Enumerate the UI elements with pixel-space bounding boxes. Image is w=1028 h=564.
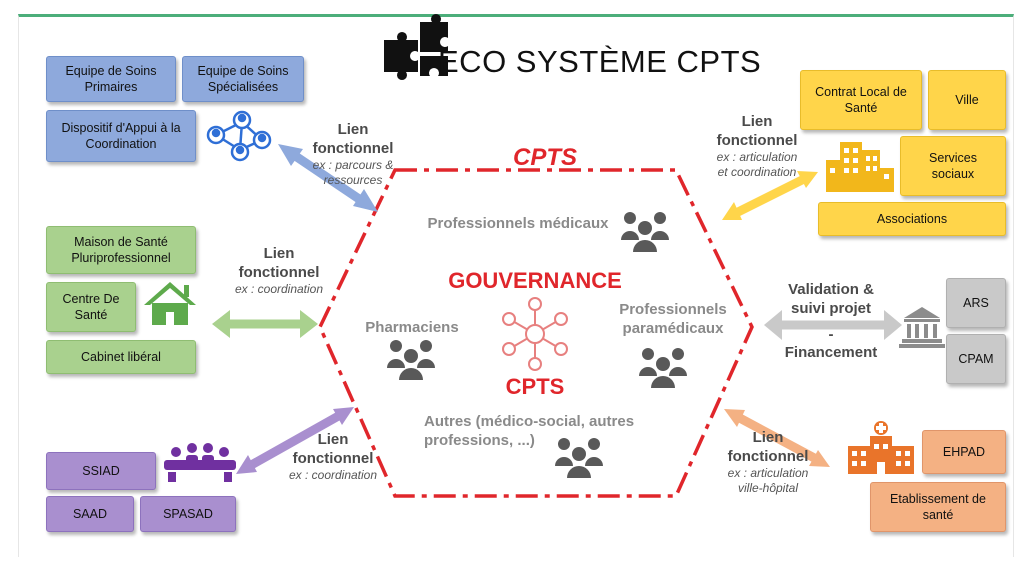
box-line: Equipe de Soins xyxy=(197,64,289,78)
ville-box: Ville xyxy=(928,70,1006,130)
saad-box: SAAD xyxy=(46,496,134,532)
dash-text: - xyxy=(828,326,834,343)
professionnels-paramedicaux-label: Professionnels paramédicaux xyxy=(608,300,738,338)
fonctionnel-text: fonctionnel xyxy=(727,448,809,465)
validation-text: Validation & xyxy=(788,281,874,298)
house-icon xyxy=(144,282,196,325)
arrow-top-left xyxy=(278,144,378,212)
box-line: sociaux xyxy=(931,167,975,181)
etablissement-sante-box: Etablissement de santé xyxy=(870,482,1006,532)
hexagon-label: CPTS xyxy=(512,144,577,171)
lien-fonctionnel-top-right: Lien fonctionnel ex : articulation et co… xyxy=(700,112,814,180)
example-text: ville-hôpital xyxy=(737,481,799,495)
fonctionnel-text: fonctionnel xyxy=(292,450,374,467)
autres-line-1: Autres (médico-social, autres xyxy=(424,413,635,430)
people-group-icon xyxy=(555,438,603,478)
box-line: Contrat Local de xyxy=(815,85,907,99)
professionnels-medicaux-label: Professionnels médicaux xyxy=(427,215,609,232)
puzzle-icon xyxy=(384,13,448,80)
fonctionnel-text: fonctionnel xyxy=(238,264,320,281)
paramedicaux-line-1: Professionnels xyxy=(619,301,727,318)
people-group-icon xyxy=(387,340,435,380)
ssiad-box: SSIAD xyxy=(46,452,156,490)
cpam-box: CPAM xyxy=(946,334,1006,384)
example-text: ex : articulation xyxy=(716,150,798,164)
lien-text: Lien xyxy=(741,113,773,130)
services-sociaux-box: Services sociaux xyxy=(900,136,1006,196)
cabinet-liberal-box: Cabinet libéral xyxy=(46,340,196,374)
lien-text: Lien xyxy=(317,431,349,448)
arrow-bottom-left xyxy=(236,407,354,474)
gouvernance-label: GOUVERNANCE xyxy=(448,268,622,293)
example-text: ex : coordination xyxy=(234,282,324,296)
box-line: Coordination xyxy=(85,137,157,151)
paramedicaux-line-2: paramédicaux xyxy=(622,320,724,337)
slide-frame xyxy=(18,14,1014,557)
meeting-icon xyxy=(164,443,236,482)
box-line: Dispositif d'Appui à la xyxy=(61,121,181,135)
fonctionnel-text: fonctionnel xyxy=(312,140,394,157)
people-group-icon xyxy=(621,212,669,252)
cpts-center-label: CPTS xyxy=(505,374,565,399)
arrow-bottom-right xyxy=(724,409,830,467)
lien-text: Lien xyxy=(337,121,369,138)
box-line: santé xyxy=(922,508,954,522)
gouvernance-network-icon xyxy=(502,297,568,371)
pharmaciens-label: Pharmaciens xyxy=(365,319,459,336)
fonctionnel-text: fonctionnel xyxy=(716,132,798,149)
box-line: Spécialisées xyxy=(207,80,279,94)
centre-sante-box: Centre De Santé xyxy=(46,282,136,332)
arrow-top-right xyxy=(722,171,818,220)
lien-fonctionnel-top-left: Lien fonctionnel ex : parcours & ressour… xyxy=(298,120,408,188)
people-group-icon xyxy=(639,348,687,388)
example-text: ex : coordination xyxy=(288,468,378,482)
box-line: Santé xyxy=(74,308,108,322)
box-line: Equipe de Soins xyxy=(65,64,157,78)
autres-label: Autres (médico-social, autres profession… xyxy=(424,412,670,450)
example-text: ex : articulation xyxy=(727,466,809,480)
box-line: Pluriprofessionnel xyxy=(71,251,171,265)
box-line: Primaires xyxy=(84,80,138,94)
box-line: Centre De xyxy=(62,292,120,306)
box-line: Etablissement de xyxy=(890,492,986,506)
lien-fonctionnel-mid-left: Lien fonctionnel ex : coordination xyxy=(224,244,334,297)
suivi-text: suivi projet xyxy=(790,300,872,317)
contrat-local-sante-box: Contrat Local de Santé xyxy=(800,70,922,130)
ehpad-box: EHPAD xyxy=(922,430,1006,474)
lien-fonctionnel-bottom-right: Lien fonctionnel ex : articulation ville… xyxy=(712,428,824,496)
associations-box: Associations xyxy=(818,202,1006,236)
lien-fonctionnel-bottom-left: Lien fonctionnel ex : coordination xyxy=(278,430,388,483)
arrow-mid-left xyxy=(212,310,318,338)
autres-line-2: professions, ...) xyxy=(424,432,535,449)
ars-box: ARS xyxy=(946,278,1006,328)
arrow-mid-right xyxy=(764,310,902,340)
example-text: ressources xyxy=(323,173,383,187)
lien-text: Lien xyxy=(752,429,784,446)
network-icon xyxy=(206,110,272,162)
example-text: ex : parcours & xyxy=(312,158,394,172)
lien-text: Lien xyxy=(263,245,295,262)
diagram-title: ECO SYSTÈME CPTS xyxy=(438,44,762,79)
box-line: Services xyxy=(929,151,977,165)
government-building-icon xyxy=(899,307,945,348)
validation-label-top: Validation & suivi projet xyxy=(770,280,892,318)
validation-label-bottom: - Financement xyxy=(770,327,892,362)
spasad-box: SPASAD xyxy=(140,496,236,532)
box-line: Santé xyxy=(844,101,878,115)
example-text: et coordination xyxy=(717,165,797,179)
box-line: Maison de Santé xyxy=(74,235,168,249)
dispositif-appui-coordination-box: Dispositif d'Appui à la Coordination xyxy=(46,110,196,162)
financement-text: Financement xyxy=(784,344,878,361)
city-buildings-icon xyxy=(826,142,894,192)
hospital-icon xyxy=(848,421,914,474)
